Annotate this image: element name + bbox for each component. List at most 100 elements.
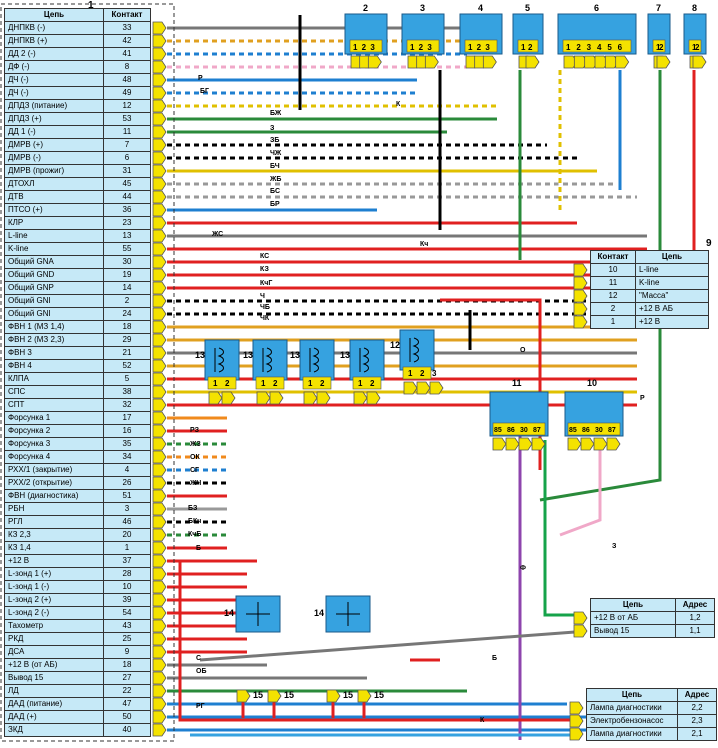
wire-label: БГ: [200, 88, 209, 95]
ecu-circuit-cell: Тахометр: [4, 619, 104, 633]
ecu-pin-connector: [152, 372, 167, 386]
ecu-pin-connector: [152, 450, 167, 464]
ecu-circuit-cell: Форсунка 1: [4, 411, 104, 425]
sensor-pin-connector: [424, 55, 439, 69]
table-row: ДПДЗ (+)53: [4, 112, 151, 126]
ecu-pin-connector: [152, 359, 167, 373]
table-row: L-зонд 1 (-)10: [4, 580, 151, 594]
ecu-circuit-cell: ДНПКВ (+): [4, 34, 104, 48]
wire-label: БЧ: [270, 163, 280, 170]
ecu-circuit-cell: КЛР: [4, 216, 104, 230]
ecu-pin-connector: [152, 320, 167, 334]
component-number: 13: [243, 350, 253, 360]
ecu-circuit-cell: КЗ 2,3: [4, 528, 104, 542]
ecu-pin-connector: [152, 476, 167, 490]
ecu-pin-connector: [152, 645, 167, 659]
component-number: 10: [587, 378, 597, 388]
diag-col-circuit: Цепь: [635, 250, 709, 264]
diag-contact-cell: 10: [590, 263, 636, 277]
wire-label: З: [612, 543, 617, 550]
ecu-pin-connector: [152, 515, 167, 529]
table-row: ДАД (питание)47: [4, 697, 151, 711]
ecu-circuit-cell: ДАД (+): [4, 710, 104, 724]
spark-plug-connector: [357, 689, 372, 703]
table-row: ДМРВ (-)6: [4, 151, 151, 165]
pin-number: 2: [528, 43, 533, 52]
component-number: 13: [290, 350, 300, 360]
wire-label: КС: [260, 253, 269, 260]
component-number: 15: [374, 690, 384, 700]
ecu-contact-cell: 41: [103, 47, 151, 61]
ecu-circuit-cell: ФВН 4: [4, 359, 104, 373]
pin-number: 1: [308, 379, 313, 388]
table-row: ДЧ (-)49: [4, 86, 151, 100]
wire-label: СГ: [190, 467, 199, 474]
spark-plug-connector: [326, 689, 341, 703]
ecu-pin-connector: [152, 697, 167, 711]
wire-label: С: [196, 655, 201, 662]
relay-block: [349, 339, 385, 381]
table-row: РХХ/2 (открытие)26: [4, 476, 151, 490]
lamp-address-cell: 2,2: [677, 701, 717, 715]
table-row: РХХ/1 (закрытие)4: [4, 463, 151, 477]
table-row: ДМРВ (+)7: [4, 138, 151, 152]
ecu-contact-cell: 1: [103, 541, 151, 555]
diag-contact-cell: 12: [590, 289, 636, 303]
relay-pinstrip: [255, 376, 285, 390]
ecu-col-contact: Контакт: [103, 8, 151, 22]
ecu-circuit-cell: L-зонд 2 (+): [4, 593, 104, 607]
ecu-contact-cell: 36: [103, 203, 151, 217]
ecu-pin-connector: [152, 632, 167, 646]
table-row: 1+12 В: [590, 315, 709, 329]
ecu-circuit-cell: L-зонд 1 (+): [4, 567, 104, 581]
relay-pin-connector: [353, 391, 368, 405]
ecu-circuit-cell: Форсунка 4: [4, 450, 104, 464]
main-relay-pin-connector: [531, 437, 546, 451]
relay-pin-connector: [316, 391, 331, 405]
ecu-contact-cell: 38: [103, 385, 151, 399]
sensor-pin-connector: [656, 55, 671, 69]
ecu-contact-cell: 18: [103, 320, 151, 334]
diag-circuit-cell: K-line: [635, 276, 709, 290]
ecu-contact-cell: 54: [103, 606, 151, 620]
link-wire: [543, 440, 575, 617]
ecu-circuit-cell: ПТСО (+): [4, 203, 104, 217]
power-pin-connector: [573, 624, 588, 638]
coil-symbol: [359, 347, 369, 373]
sensor-pinstrip: [517, 39, 539, 53]
wire-label: ЖЗ: [189, 441, 201, 448]
wire-label: К: [480, 717, 485, 724]
ecu-contact-cell: 19: [103, 268, 151, 282]
main-relay-pin-connector: [492, 437, 507, 451]
pin-number: 2: [370, 379, 375, 388]
ecu-contact-cell: 10: [103, 580, 151, 594]
diag-circuit-cell: +12 В: [635, 315, 709, 329]
ecu-circuit-cell: +12 В (от АБ): [4, 658, 104, 672]
pin-number: 4: [597, 43, 602, 52]
ecu-contact-cell: 52: [103, 359, 151, 373]
ecu-contact-cell: 7: [103, 138, 151, 152]
ecu-circuit-cell: ДМРВ (+): [4, 138, 104, 152]
component-number: 12: [390, 340, 400, 350]
table-row: ДЧ (-)48: [4, 73, 151, 87]
sensor-pinstrip: [688, 39, 702, 53]
power-address-cell: 1,2: [675, 611, 715, 625]
wire-label: КчБ: [188, 531, 201, 538]
relay-pin-connector: [256, 391, 271, 405]
component-blocks-layer: [0, 3, 707, 742]
table-row: ФВН 2 (МЗ 2,3)29: [4, 333, 151, 347]
lamp-circuit-cell: Лампа диагностики: [586, 727, 678, 741]
ecu-contact-cell: 29: [103, 333, 151, 347]
wire-label: ЖС: [211, 231, 223, 238]
lamp-pin-connector: [569, 727, 584, 741]
ecu-contact-cell: 14: [103, 281, 151, 295]
table-row: ФВН (диагностика)51: [4, 489, 151, 503]
